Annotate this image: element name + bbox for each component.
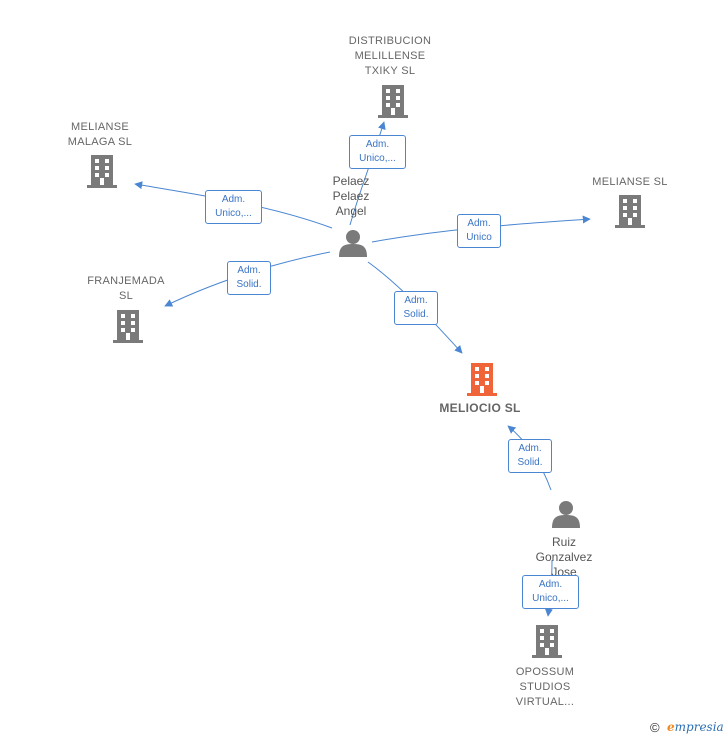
building-icon (532, 625, 562, 658)
building-icon (378, 85, 408, 118)
building-focal-icon (467, 363, 497, 396)
node-pelaez-label[interactable]: Pelaez Pelaez Angel (332, 174, 370, 218)
node-distribucion-label[interactable]: DISTRIBUCION MELILLENSE TXIKY SL (348, 35, 432, 77)
person-icon (339, 230, 367, 257)
edge-label-pelaez-distribucion: Adm. Unico,... (349, 135, 406, 169)
node-meliocio-label[interactable]: MELIOCIO SL (439, 401, 521, 415)
copyright-symbol: © (650, 720, 660, 735)
edge-label-pelaez-meliocio: Adm. Solid. (394, 291, 438, 325)
building-icon (87, 155, 117, 188)
node-opossum-label[interactable]: OPOSSUM STUDIOS VIRTUAL... (515, 666, 575, 708)
brand-e: e (667, 720, 675, 734)
brand-rest: mpresia (674, 720, 724, 734)
edge-label-pelaez-franjemada: Adm. Solid. (227, 261, 271, 295)
edge-pelaez-distribucion (349, 121, 386, 226)
node-franjemada-label[interactable]: FRANJEMADA SL (87, 275, 165, 302)
edge-label-ruiz-opossum: Adm. Unico,... (522, 575, 579, 609)
brand-logo: empresia (667, 720, 724, 734)
person-icon (552, 501, 580, 528)
building-icon (615, 195, 645, 228)
node-meliansemalaga-label[interactable]: MELIANSE MALAGA SL (67, 121, 133, 148)
edge-label-pelaez-meliansemalaga: Adm. Unico,... (205, 190, 262, 224)
node-melianse-label[interactable]: MELIANSE SL (592, 176, 668, 188)
edge-label-ruiz-meliocio: Adm. Solid. (508, 439, 552, 473)
edge-label-pelaez-melianse: Adm. Unico (457, 214, 501, 248)
building-icon (113, 310, 143, 343)
node-ruiz-label[interactable]: Ruiz Gonzalvez Jose (535, 535, 593, 579)
